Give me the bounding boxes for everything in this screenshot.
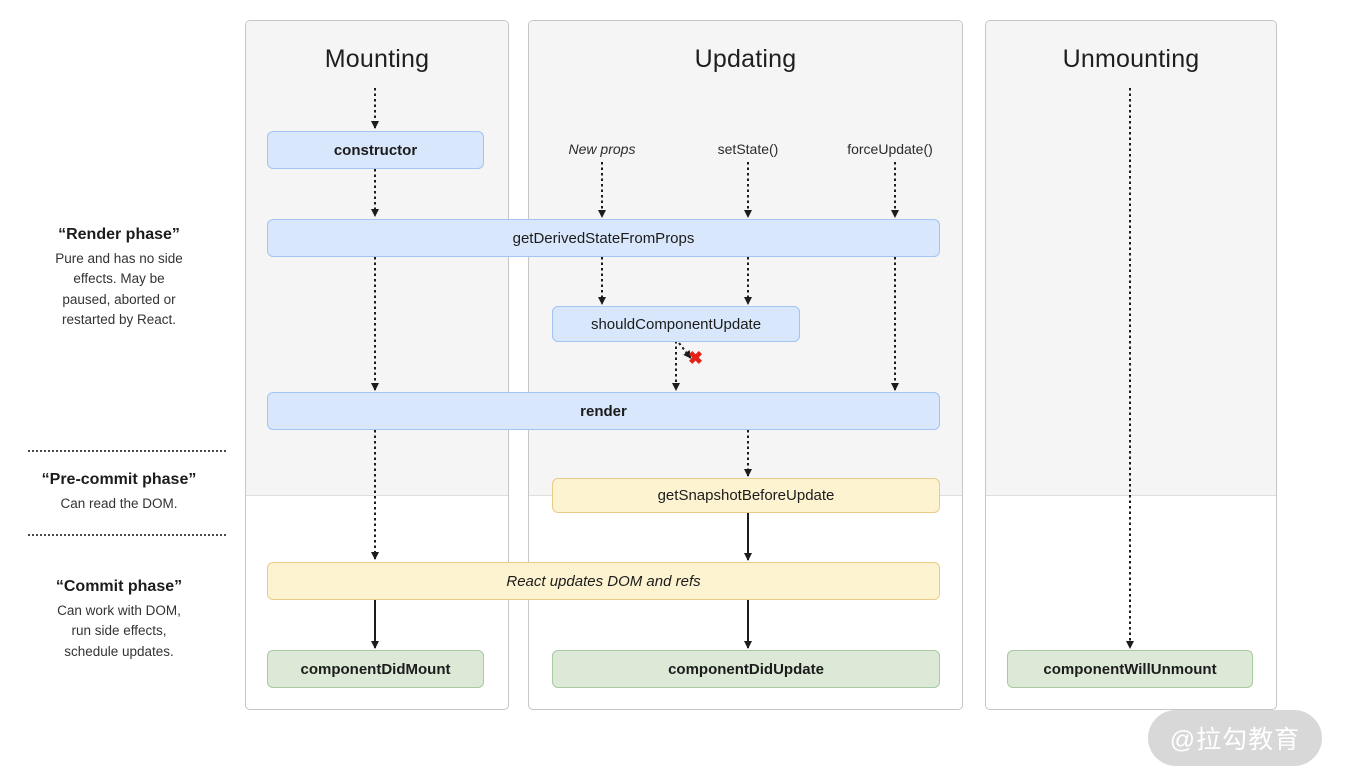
node-component-will-unmount: componentWillUnmount — [1007, 650, 1253, 688]
panel-updating: Updating — [528, 20, 963, 710]
phase-pre-commit-desc: Can read the DOM. — [60, 496, 178, 511]
trigger-force-update: forceUpdate() — [847, 141, 933, 157]
node-react-updates-dom: React updates DOM and refs — [267, 562, 940, 600]
render-phase-background — [986, 21, 1276, 496]
arrow-constructor-to-gdsfp — [370, 169, 379, 217]
column-title-updating: Updating — [694, 45, 797, 73]
phase-separator-top — [28, 450, 226, 452]
column-title-mounting: Mounting — [324, 45, 430, 73]
arrow-new-props-to-gdsfp — [597, 162, 606, 218]
reject-x-icon: ✖ — [688, 348, 704, 368]
arrow-gdsfp-to-scu-right — [743, 257, 752, 305]
arrow-render-to-gsbu — [743, 430, 752, 477]
phase-pre-commit: “Pre-commit phase” Can read the DOM. — [8, 471, 230, 514]
phase-commit-desc: Can work with DOM, run side effects, sch… — [57, 603, 181, 659]
phase-pre-commit-title: “Pre-commit phase” — [41, 471, 197, 488]
trigger-set-state: setState() — [717, 141, 779, 157]
node-component-did-update: componentDidUpdate — [552, 650, 940, 688]
trigger-new-props: New props — [568, 141, 636, 157]
phase-commit: “Commit phase” Can work with DOM, run si… — [8, 578, 230, 662]
arrow-gdsfp-to-render-mounting — [370, 257, 379, 391]
arrow-scu-to-render — [671, 341, 680, 391]
column-title-unmounting: Unmounting — [1062, 45, 1200, 73]
phase-separator-bottom — [28, 534, 226, 536]
node-component-did-mount: componentDidMount — [267, 650, 484, 688]
arrow-react-updates-to-cdu — [743, 600, 752, 649]
phase-render: “Render phase” Pure and has no side effe… — [8, 226, 230, 330]
node-get-derived-state-from-props: getDerivedStateFromProps — [267, 219, 940, 257]
arrow-force-update-to-gdsfp — [890, 162, 899, 218]
node-render: render — [267, 392, 940, 430]
arrow-unmounting-to-cwu — [1125, 88, 1134, 649]
arrow-gsbu-to-react-updates — [743, 513, 752, 561]
node-constructor: constructor — [267, 131, 484, 169]
arrow-force-update-to-render — [890, 257, 899, 391]
phase-render-desc: Pure and has no side effects. May be pau… — [55, 251, 183, 327]
arrow-set-state-to-gdsfp — [743, 162, 752, 218]
node-get-snapshot-before-update: getSnapshotBeforeUpdate — [552, 478, 940, 513]
phase-render-title: “Render phase” — [58, 226, 180, 243]
phase-commit-title: “Commit phase” — [55, 578, 183, 595]
watermark-badge: @拉勾教育 — [1148, 710, 1322, 766]
panel-unmounting: Unmounting — [985, 20, 1277, 710]
arrow-mounting-to-constructor — [370, 88, 379, 129]
arrow-gdsfp-to-scu-left — [597, 257, 606, 305]
arrow-react-updates-to-cdm — [370, 600, 379, 649]
node-should-component-update: shouldComponentUpdate — [552, 306, 800, 342]
arrow-render-to-react-updates-mounting — [370, 430, 379, 560]
